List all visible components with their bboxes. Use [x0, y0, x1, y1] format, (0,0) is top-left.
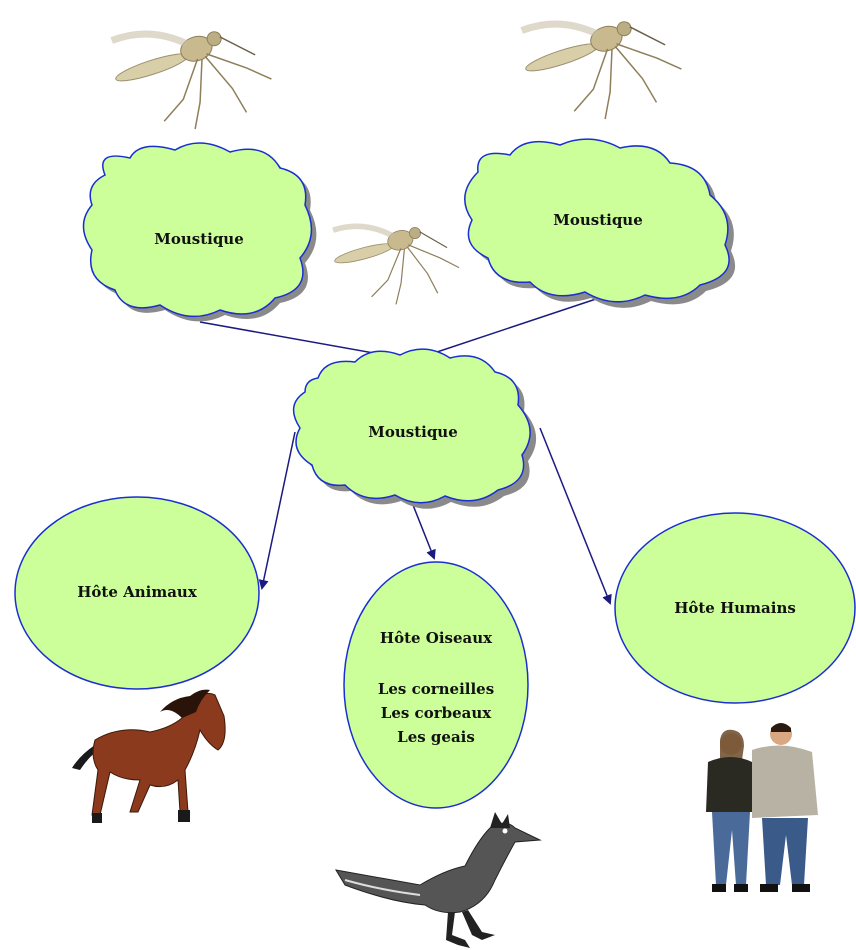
cloud-node-mosquito-center: Moustique	[292, 348, 537, 509]
horse-illustration	[72, 689, 226, 823]
node-label: Hôte Humains	[674, 599, 796, 617]
node-label: Moustique	[154, 230, 244, 248]
mosquito-illustration	[110, 30, 272, 130]
bird-example: Les corneilles	[378, 680, 494, 698]
arrow-right-to-center	[420, 295, 606, 360]
arrow-center-to-animals	[258, 431, 296, 590]
node-label: Moustique	[368, 423, 458, 441]
arrow-center-to-humans	[539, 427, 612, 605]
cloud-node-mosquito-right: Moustique	[464, 138, 736, 308]
couple-illustration	[706, 723, 818, 892]
mosquito-illustration	[332, 223, 460, 305]
bird-example: Les geais	[397, 728, 475, 746]
ellipse-node-host-humans: Hôte Humains	[614, 512, 856, 704]
node-label: Moustique	[553, 211, 643, 229]
roadrunner-illustration	[335, 812, 542, 948]
node-label: Hôte Oiseaux	[380, 629, 493, 647]
ellipse-node-host-animals: Hôte Animaux	[14, 496, 260, 690]
ellipse-node-host-birds: Hôte Oiseaux Les corneilles Les corbeaux…	[343, 561, 529, 809]
arrow-center-to-birds	[412, 504, 436, 560]
mosquito-illustration	[520, 20, 682, 120]
node-label: Hôte Animaux	[77, 583, 198, 601]
cloud-node-mosquito-left: Moustique	[82, 142, 317, 322]
bird-example: Les corbeaux	[381, 704, 492, 722]
arrow-left-to-center	[199, 321, 386, 356]
